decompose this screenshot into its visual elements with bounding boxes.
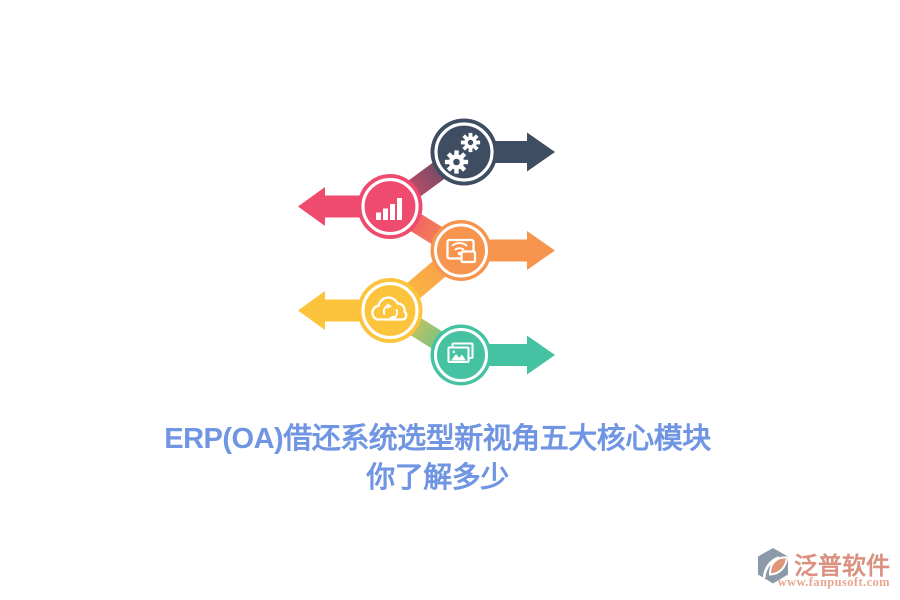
- node-settings: [430, 118, 498, 186]
- title-line-2: 你了解多少: [366, 462, 509, 494]
- node-screen-cast: [430, 220, 492, 281]
- photos-icon: [447, 342, 474, 364]
- gears-icon: [444, 132, 481, 174]
- fanpu-logo-icon: [758, 548, 789, 584]
- node-cloud-sync: [357, 278, 423, 343]
- footer-logo: 泛普软件 www.fanpusoft.com: [750, 544, 892, 592]
- cloud-sync-icon: [371, 296, 408, 321]
- title-block: ERP(OA)借还系统选型新视角五大核心模块 你了解多少: [0, 420, 875, 498]
- bar-chart-icon: [376, 198, 402, 220]
- node-photos: [430, 324, 492, 386]
- brand-name: 泛普软件: [794, 554, 890, 580]
- title-line-1: ERP(OA)借还系统选型新视角五大核心模块: [164, 423, 711, 455]
- brand-website: www.fanpusoft.com: [777, 575, 890, 589]
- node-analytics: [357, 174, 423, 239]
- screen-cast-icon: [446, 238, 477, 264]
